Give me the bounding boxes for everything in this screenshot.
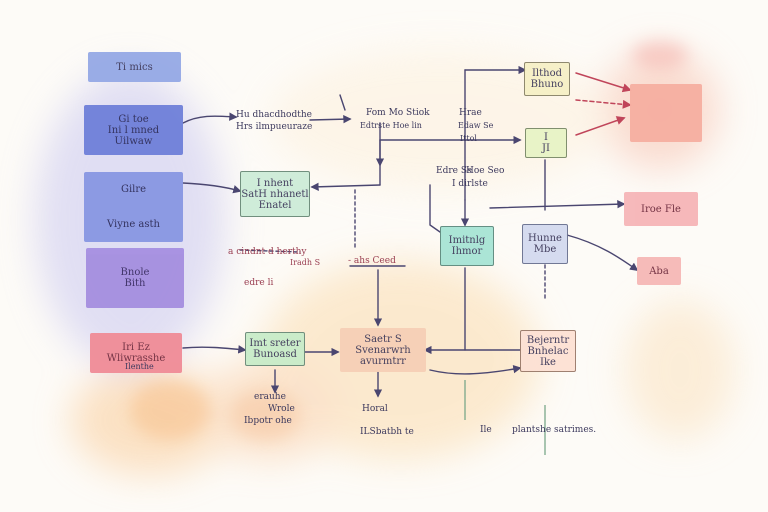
node-text: Iroe Fle [641, 203, 681, 215]
node-text: Ilthod [531, 68, 563, 79]
edge-label: Hu dhacdhodthe [236, 110, 312, 120]
edge-label: Fom Mo Stiok [366, 108, 430, 118]
node-text: Ti mics [116, 61, 153, 73]
edge-label: Ile [480, 425, 492, 435]
node-ti-mics[interactable]: Ti mics [88, 52, 181, 82]
edge-label: a cindnt d herthy [228, 247, 307, 257]
node-text: Imitnlg [448, 235, 486, 246]
edge-label: Ittol [460, 134, 477, 143]
node-text: SatH nhanetl [241, 188, 309, 200]
node-hunne[interactable]: Hunne Mbe [522, 224, 568, 264]
node-text: Bejerntr [526, 334, 570, 346]
node-imitnlg[interactable]: Imitnlg Ihmor [440, 226, 494, 266]
node-text: JI [542, 143, 550, 154]
node-text: Bunoasd [253, 349, 297, 360]
node-i-nhent[interactable]: I nhent SatH nhanetl Enatel [240, 171, 310, 217]
node-iri-ez[interactable]: Iri Ez Wliwrasshe [90, 333, 182, 373]
edge-label: Hrs ilmpueuraze [236, 122, 313, 132]
node-text: Ike [540, 356, 556, 368]
edge-label: Hrae [459, 108, 482, 118]
edge-label: Ibpotr ohe [244, 416, 292, 426]
node-text: Ihmor [451, 246, 483, 257]
edge-label: Iradh S [290, 258, 321, 267]
node-iroe-fle[interactable]: Iroe Fle [624, 192, 698, 226]
edge-label: Edtrste Hoe lin [360, 121, 422, 130]
edge-label: Hoe Seo [466, 166, 505, 176]
node-text: Ini l mned [107, 124, 160, 136]
node-text: Bnole [120, 267, 150, 278]
node-bnole[interactable]: Bnole Bith [86, 248, 184, 308]
node-salmon-box[interactable] [630, 84, 702, 142]
node-text: Aba [649, 265, 669, 277]
node-text: Viyne asth [107, 219, 160, 230]
edge-label: Edaw Se [458, 121, 494, 130]
node-imt-sreter[interactable]: Imt sreter Bunoasd [245, 332, 305, 366]
node-text: Imt sreter [249, 338, 301, 349]
node-i-ji[interactable]: I JI [525, 128, 567, 158]
node-text: Iri Ez [122, 342, 150, 353]
edge-label: Horal [362, 404, 388, 414]
edge-label: Wrole [268, 404, 295, 414]
edge-label: Edre Ss [436, 166, 472, 176]
edge-label: edre li [244, 278, 274, 288]
node-text: Gilre [120, 184, 147, 195]
node-text: Mbe [533, 244, 557, 255]
node-ilthod[interactable]: Ilthod Bhuno [524, 62, 570, 96]
node-text: Uilwaw [114, 135, 153, 147]
node-text: I nhent [256, 177, 294, 189]
node-text: Bnhelac [527, 345, 569, 357]
edge-label: erauhe [254, 392, 286, 402]
node-text: Hunne [528, 233, 562, 244]
node-text: Gi toe [118, 113, 149, 125]
node-bejerntr[interactable]: Bejerntr Bnhelac Ike [520, 330, 576, 372]
node-text: Svenarwrh [355, 344, 411, 356]
node-aba[interactable]: Aba [637, 257, 681, 285]
node-text: Wliwrasshe [106, 353, 166, 364]
node-text: Bith [124, 278, 146, 289]
node-text: I [544, 132, 548, 143]
node-text: Enatel [258, 199, 292, 211]
node-text: avurmtrr [360, 355, 406, 367]
edge-label: I dirlste [452, 179, 488, 189]
node-gi-toe[interactable]: Gi toe Ini l mned Uilwaw [84, 105, 183, 155]
edge-label: - ahs Ceed [348, 256, 396, 266]
node-text: Saetr S [364, 333, 402, 345]
node-text: Bhuno [530, 79, 564, 90]
node-saetr-s[interactable]: Saetr S Svenarwrh avurmtrr [340, 328, 426, 372]
node-gilre[interactable]: Gilre Viyne asth [84, 172, 183, 242]
edge-label: Ilenthe [125, 362, 154, 371]
edge-label: plantshe satrimes. [512, 425, 597, 435]
edge-label: ILSbatbh te [360, 427, 414, 437]
